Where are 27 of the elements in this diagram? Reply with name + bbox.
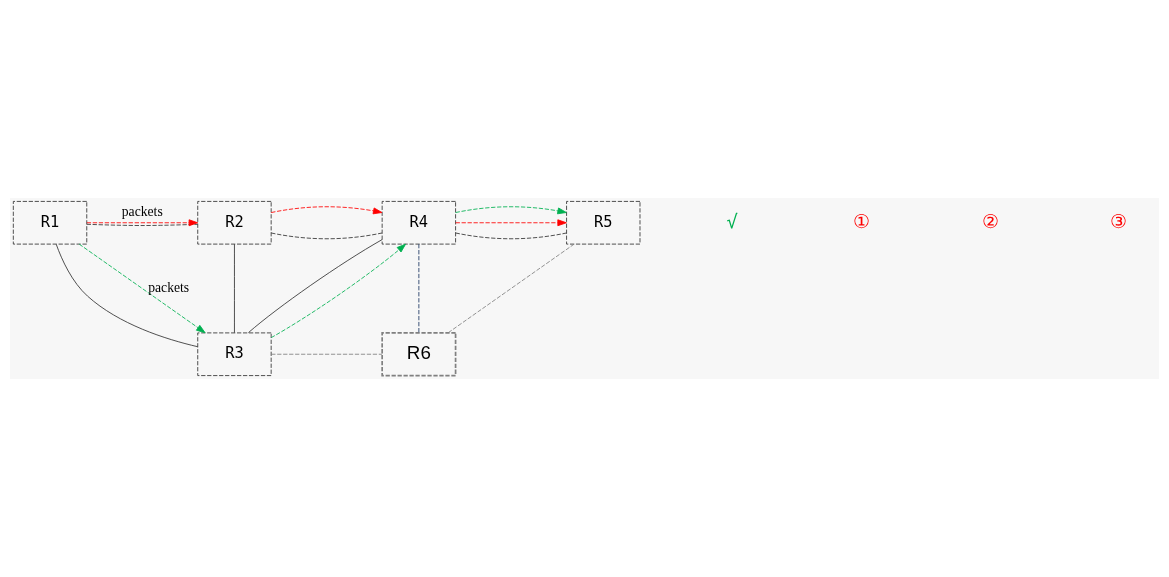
arrow: [270, 243, 406, 339]
label: ①: [852, 210, 870, 232]
arrow: [78, 243, 206, 334]
arrow: [455, 206, 567, 215]
node-box: R5: [566, 201, 641, 245]
arrow: [455, 219, 567, 227]
node-box: R4: [381, 201, 456, 245]
edge-label: packets: [121, 203, 163, 219]
label: √: [726, 210, 738, 232]
label: ③: [1110, 210, 1128, 232]
node-box: R1: [12, 201, 88, 245]
connector: [86, 223, 199, 226]
label: ②: [981, 210, 999, 232]
connector: [55, 243, 199, 348]
connector: [270, 232, 383, 240]
node-box: R2: [197, 201, 272, 245]
arrow: [86, 219, 199, 227]
connector: [455, 232, 567, 240]
connector: [234, 243, 235, 334]
connector: [247, 239, 383, 334]
node-box: R3: [197, 332, 272, 376]
connector: [270, 353, 383, 355]
arrow: [270, 206, 383, 215]
node-box: R6: [381, 332, 457, 377]
connector: [418, 243, 420, 334]
edge-label: packets: [148, 279, 190, 295]
connector: [447, 243, 575, 334]
